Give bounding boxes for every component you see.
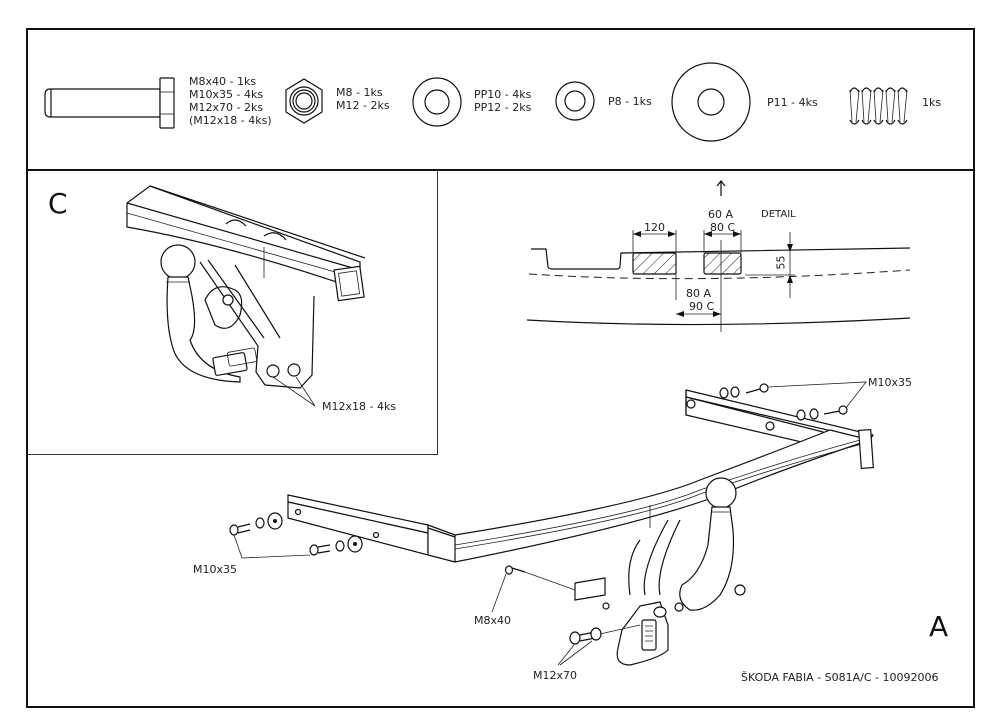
part-line: P11 - 4ks: [767, 96, 818, 109]
washer-p8-icon: [555, 81, 595, 121]
crossbar-c: [126, 185, 366, 302]
detail-title: DETAIL: [761, 209, 796, 220]
callout-m10x35-left: M10x35: [193, 563, 237, 576]
m12-bolts: [569, 624, 641, 645]
dim-120: 120: [644, 221, 665, 234]
towball-c: [160, 244, 241, 383]
view-a-label: A: [929, 610, 949, 643]
callout-m12x70: M12x70: [533, 669, 577, 682]
dim-90c: 90 C: [689, 300, 715, 313]
part-line: M12x70 - 2ks: [189, 101, 264, 114]
part-line: M8x40 - 1ks: [189, 75, 257, 88]
washer-p11-icon: [671, 62, 751, 142]
part-label-pp-washers: PP10 - 4ks PP12 - 2ks: [474, 88, 531, 114]
left-bolts: [229, 512, 363, 556]
part-line: M8 - 1ks: [336, 86, 383, 99]
callout-m12x18: M12x18 - 4ks: [322, 400, 397, 413]
part-label-spring: 1ks: [922, 96, 941, 109]
drawing-frame: [26, 28, 975, 708]
towball-a: [628, 477, 737, 611]
part-line: 1ks: [922, 96, 942, 109]
callout-m8x40: M8x40: [474, 614, 511, 627]
washer-pp-icon: [412, 77, 462, 127]
leader-m12x70: [557, 640, 593, 666]
dim-80c: 80 C: [710, 221, 736, 234]
part-line: PP12 - 2ks: [474, 101, 532, 114]
parts-divider: [26, 169, 975, 171]
bolt-icon: [44, 77, 175, 129]
spring-icon: [849, 87, 908, 125]
part-line: P8 - 1ks: [608, 95, 652, 108]
leader-m12x18: [272, 376, 316, 407]
bumper-lower: [526, 317, 911, 326]
side-plate-right: [685, 389, 874, 448]
bracket-c: [199, 259, 315, 389]
crossbar-a: [427, 428, 874, 563]
m8-bolt: [504, 565, 576, 591]
part-label-p8-washer: P8 - 1ks: [608, 95, 652, 108]
view-c-label: C: [48, 187, 68, 220]
part-line: (M12x18 - 4ks): [189, 114, 272, 127]
leader-m10x35-left: [233, 534, 311, 559]
part-line: M12 - 2ks: [336, 99, 390, 112]
socket-plate: [574, 577, 746, 666]
leader-m10x35-right: [767, 381, 867, 409]
dim-60a: 60 A: [708, 208, 734, 221]
bumper-profile: [531, 247, 911, 270]
rear-bolts-right: [719, 383, 848, 421]
bumper-dashed: [528, 269, 911, 280]
dim-80a: 80 A: [686, 287, 712, 300]
part-label-nuts: M8 - 1ks M12 - 2ks: [336, 86, 390, 112]
part-line: PP10 - 4ks: [474, 88, 532, 101]
hex-nut-icon: [285, 78, 323, 124]
leader-m8x40: [491, 573, 507, 613]
callout-m10x35-right: M10x35: [868, 376, 912, 389]
part-line: M10x35 - 4ks: [189, 88, 264, 101]
part-label-p11-washer: P11 - 4ks: [767, 96, 818, 109]
title-block: ŠKODA FABIA - S081A/C - 10092006: [741, 671, 939, 684]
part-label-bolts: M8x40 - 1ks M10x35 - 4ks M12x70 - 2ks (M…: [189, 75, 272, 127]
mount-block-right: [703, 252, 742, 275]
view-c-panel: [28, 171, 438, 455]
